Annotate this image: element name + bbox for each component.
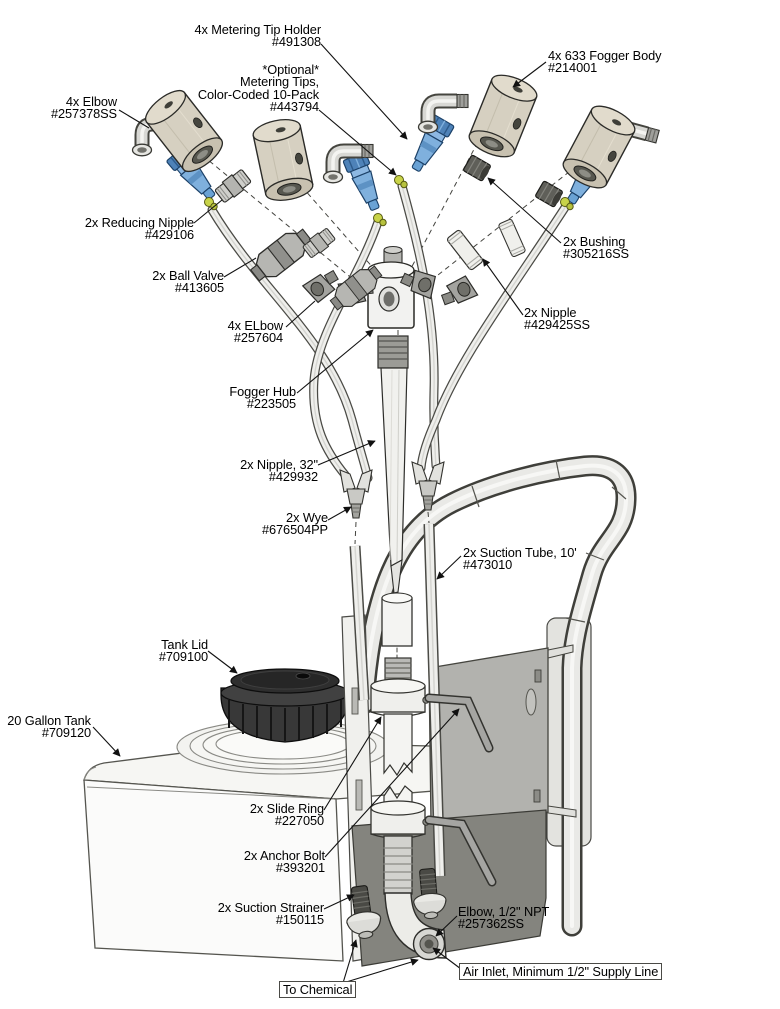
feed-tube-2: [309, 217, 383, 481]
part-label-fogger-hub: Fogger Hub #223505: [229, 384, 296, 412]
fogger-body-3: [465, 69, 541, 163]
leader-wye: [327, 506, 352, 521]
tank-neck-rings: [176, 719, 390, 775]
fogger-body-4: [558, 99, 640, 195]
part-label-nipple-32: 2x Nipple, 32" #429932: [240, 457, 318, 485]
leader-metering-tip-holder: [320, 43, 408, 140]
part-label-bushing: 2x Bushing #305216SS: [563, 234, 629, 262]
leader-reducing-nipple: [193, 199, 223, 224]
part-label-anchor-bolt: 2x Anchor Bolt #393201: [243, 848, 325, 876]
leader-to-chemical-1: [342, 939, 358, 984]
leader-elbow-257604: [285, 300, 316, 328]
leader-ball-valve: [223, 257, 257, 278]
part-label-reducing-nipple: 2x Reducing Nipple #429106: [84, 215, 194, 243]
part-label-suction-strainer: 2x Suction Strainer #150115: [217, 900, 324, 928]
suction-tube-left: [349, 545, 370, 701]
leader-nipple-32: [317, 440, 376, 466]
leader-suction-tube: [436, 555, 462, 580]
anchor-bolt-1: [424, 693, 494, 753]
anchor-bolt-2: [424, 815, 497, 887]
bushing-2: [534, 180, 565, 209]
leader-anchor-bolt: [324, 708, 460, 858]
nipple-1: [445, 228, 485, 272]
feed-tube-1: [207, 205, 373, 483]
leader-nipple-429425: [482, 258, 524, 316]
part-label-air-inlet: Air Inlet, Minimum 1/2" Supply Line: [459, 963, 663, 980]
tank-lid: [220, 668, 350, 743]
feed-tubes: [207, 181, 571, 483]
reducing-nipple-1: [213, 167, 253, 205]
leader-elbow-257378: [118, 109, 150, 129]
part-label-metering-tip-holder: 4x Metering Tip Holder #491308: [194, 22, 321, 50]
part-label-optional-metering-tips: *Optional* Metering Tips, Color-Coded 10…: [197, 62, 319, 115]
feed-tube-4: [416, 201, 571, 473]
slide-ring-2: [370, 800, 430, 840]
leader-tank-lid: [207, 650, 238, 674]
slide-ring-1: [370, 678, 430, 718]
part-label-fogger-body: 4x 633 Fogger Body #214001: [548, 48, 662, 76]
part-label-wye: 2x Wye #676504PP: [262, 510, 328, 538]
part-label-ball-valve: 2x Ball Valve #413605: [152, 268, 224, 296]
hub-elbow-4: [437, 273, 479, 309]
ball-valve-1: [245, 223, 317, 287]
part-label-nipple-429425: 2x Nipple #429425SS: [524, 305, 590, 333]
part-label-elbow-257378: 4x Elbow #257378SS: [51, 94, 117, 122]
leader-slide-ring: [323, 716, 382, 811]
part-label-elbow-npt: Elbow, 1/2" NPT #257362SS: [458, 904, 550, 932]
part-label-tank: 20 Gallon Tank #709120: [7, 713, 91, 741]
leader-tank: [92, 726, 121, 757]
metering-tip-3: [394, 175, 408, 189]
leader-optional-metering-tips: [318, 109, 397, 176]
leader-to-chemical-2: [342, 958, 419, 984]
part-label-slide-ring: 2x Slide Ring #227050: [249, 801, 324, 829]
leader-elbow-npt: [435, 915, 458, 937]
cart-frame-handle: [353, 455, 637, 937]
metering-tip-1: [204, 197, 218, 211]
center-pipe-assembly: [370, 585, 497, 895]
part-label-elbow-257604: 4x ELbow #257604: [227, 318, 284, 346]
leader-air-inlet: [432, 947, 462, 970]
leader-fogger-hub: [296, 329, 374, 394]
part-label-tank-lid: Tank Lid #709100: [158, 637, 208, 665]
leader-lines: [92, 43, 562, 984]
feed-tube-3: [397, 181, 441, 471]
nipple-32in: [377, 335, 409, 594]
leader-fogger-body: [512, 61, 547, 88]
leader-bushing: [487, 177, 562, 244]
part-label-to-chemical: To Chemical: [279, 981, 357, 998]
reducing-nipple-2: [301, 226, 337, 260]
nipple-2: [497, 218, 527, 258]
leader-suction-strainer: [323, 894, 355, 910]
part-label-suction-tube: 2x Suction Tube, 10' #473010: [463, 545, 577, 573]
fogger-body-2: [250, 115, 316, 205]
bushing-1: [462, 154, 493, 183]
